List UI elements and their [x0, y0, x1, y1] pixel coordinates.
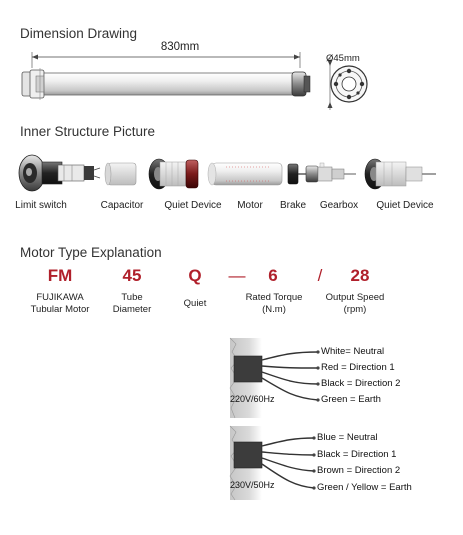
wire-label-blue-neutral: Blue = Neutral — [317, 432, 378, 443]
part-label-quiet-device-1: Quiet Device — [164, 200, 222, 211]
wire-label-black-direction-2: Black = Direction 2 — [321, 378, 401, 389]
code-slash: / — [317, 266, 323, 285]
wire-label-red-direction-1: Red = Direction 1 — [321, 362, 395, 373]
code-desc-speed: Output Speed (rpm) — [325, 292, 385, 315]
part-label-gearbox: Gearbox — [319, 200, 359, 211]
wiring-diagram-230v — [229, 425, 316, 501]
quiet-device-part-1 — [148, 158, 199, 190]
inner-structure-title: Inner Structure Picture — [20, 124, 156, 139]
dimension-drawing-title: Dimension Drawing — [20, 26, 138, 41]
code-quiet: Q — [188, 266, 202, 285]
code-dash: — — [228, 266, 246, 285]
wiring-diagram-220v — [229, 337, 320, 419]
code-desc-torque: Rated Torque (N.m) — [245, 292, 303, 315]
code-speed: 28 — [350, 266, 370, 285]
code-torque: 6 — [268, 266, 278, 285]
part-label-brake: Brake — [279, 200, 307, 211]
diameter-label: Ø45mm — [326, 53, 360, 64]
length-dimension-line — [31, 52, 301, 68]
code-desc-brand: FUJIKAWA Tubular Motor — [30, 292, 90, 315]
voltage-label-220v: 220V/60Hz — [230, 394, 275, 404]
length-label: 830mm — [160, 41, 200, 53]
capacitor-part — [104, 162, 137, 186]
wire-label-black-direction-1: Black = Direction 1 — [317, 449, 397, 460]
code-desc-diameter: Tube Diameter — [112, 292, 152, 315]
wire-label-green-earth: Green = Earth — [321, 394, 381, 405]
wire-label-white-neutral: White= Neutral — [321, 346, 385, 357]
code-diameter: 45 — [122, 266, 142, 285]
part-label-quiet-device-2: Quiet Device — [376, 200, 434, 211]
voltage-label-230v: 230V/50Hz — [230, 480, 275, 490]
code-brand: FM — [47, 266, 73, 285]
wire-label-green-yellow-earth: Green / Yellow = Earth — [317, 482, 412, 493]
part-label-motor: Motor — [237, 200, 263, 211]
gearbox-part — [305, 162, 356, 183]
motor-part — [207, 162, 283, 186]
motor-type-title: Motor Type Explanation — [20, 245, 162, 260]
part-label-capacitor: Capacitor — [100, 200, 144, 211]
code-desc-quiet: Quiet — [183, 298, 207, 309]
part-label-limit-switch: Limit switch — [15, 200, 67, 211]
motor-end-view — [327, 58, 368, 110]
brake-part — [287, 163, 306, 185]
quiet-device-part-2 — [364, 158, 436, 190]
wire-label-brown-direction-2: Brown = Direction 2 — [317, 465, 401, 476]
limit-switch-part — [18, 154, 101, 192]
tubular-motor-side-view — [21, 68, 311, 100]
